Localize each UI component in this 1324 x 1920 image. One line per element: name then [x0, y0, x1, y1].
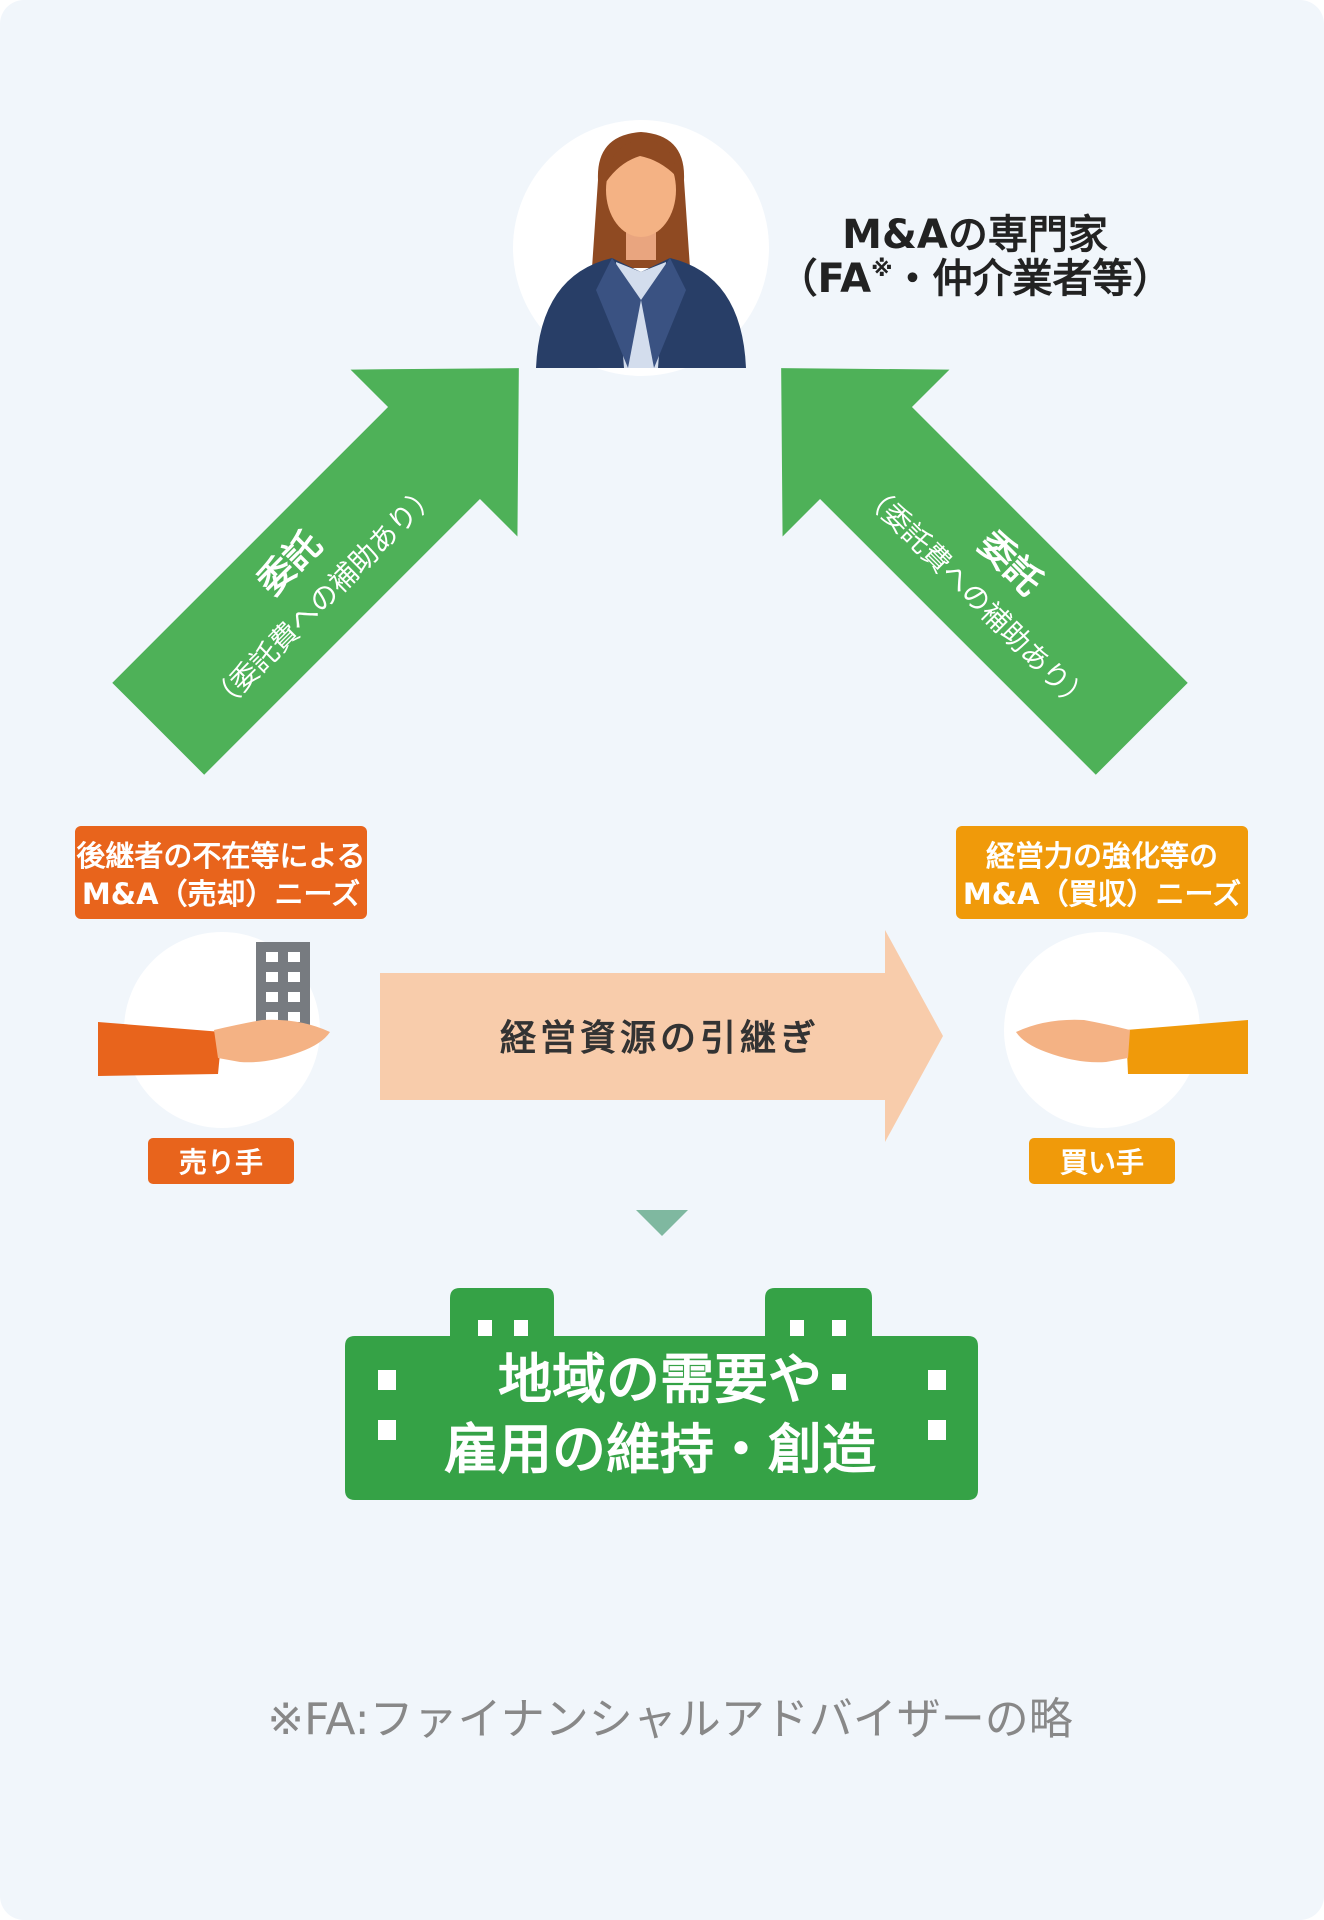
buyer-needs-box: [956, 826, 1248, 919]
seller-hand-icon: [214, 1019, 330, 1063]
seller-needs-line1: 後継者の不在等による: [76, 839, 365, 873]
buyer-group: 経営力の強化等の M&A（買収）ニーズ 買い手: [956, 826, 1248, 1184]
expert-title-fa: （FA: [777, 256, 871, 302]
down-triangle-icon: [636, 1210, 688, 1236]
seller-label-box: [148, 1138, 294, 1184]
left-arrow-shape: [112, 368, 519, 775]
transfer-arrow: 経営資源の引継ぎ: [380, 930, 943, 1142]
buyer-needs-line1: 経営力の強化等の: [986, 839, 1218, 873]
expert-title-line2: （FA※・仲介業者等）: [777, 256, 1172, 302]
person-icon: [536, 132, 746, 368]
outcome-group: 地域の需要や 雇用の維持・創造: [345, 1288, 978, 1500]
buyer-needs-line2: M&A（買収）ニーズ: [963, 877, 1241, 911]
expert-title-mark: ※: [871, 257, 892, 282]
city-silhouette: [345, 1288, 978, 1500]
expert-title-line1: M&Aの専門家: [842, 212, 1108, 258]
seller-needs-line2: M&A（売却）ニーズ: [82, 877, 360, 911]
right-arrow-shape: [781, 368, 1188, 775]
buyer-label-box: [1029, 1138, 1175, 1184]
footnote: ※FA:ファイナンシャルアドバイザーの略: [267, 1694, 1072, 1745]
outcome-line2: 雇用の維持・創造: [444, 1418, 876, 1481]
buyer-sleeve: [1126, 1020, 1248, 1074]
seller-group: 後継者の不在等による M&A（売却）ニーズ 売り手: [75, 826, 367, 1184]
building-icon: [256, 942, 310, 1032]
seller-label: 売り手: [179, 1146, 263, 1179]
expert-group: M&Aの専門家 （FA※・仲介業者等）: [513, 120, 1173, 376]
outcome-line1: 地域の需要や: [498, 1348, 822, 1411]
seller-needs-box: [75, 826, 367, 919]
buyer-hand-icon: [1016, 1019, 1130, 1063]
transfer-arrow-label: 経営資源の引継ぎ: [500, 1018, 820, 1059]
seller-sleeve: [98, 1022, 222, 1076]
transfer-arrow-shape: [380, 930, 943, 1142]
buyer-label: 買い手: [1060, 1146, 1144, 1179]
city-windows: [378, 1320, 946, 1440]
expert-title-rest: ・仲介業者等）: [893, 256, 1173, 302]
